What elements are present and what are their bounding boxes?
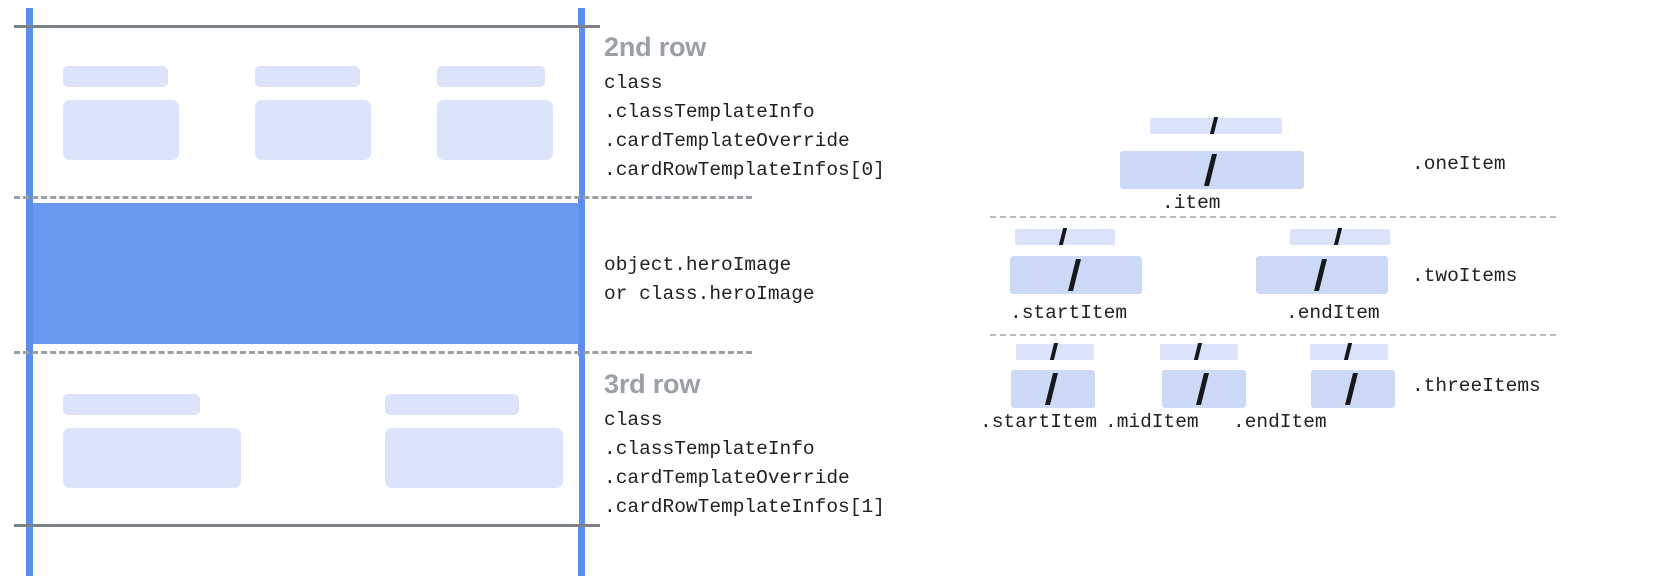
slot-top-bar-start: [1015, 228, 1115, 245]
slot-top-bar-mid-3: [1160, 343, 1238, 360]
slash-icon: [1049, 343, 1059, 360]
placeholder-label-3: [437, 66, 545, 87]
slot-top-bar-end: [1290, 228, 1390, 245]
slot-main-bar-end-3: [1311, 370, 1395, 408]
placeholder-value-5: [385, 428, 563, 488]
row-divider-lower: [14, 351, 752, 354]
group-label-one-item: .oneItem: [1412, 153, 1506, 175]
slot-main-bar-start-3: [1011, 370, 1095, 408]
placeholder-label-5: [385, 394, 519, 415]
placeholder-value-2: [255, 100, 371, 160]
hero-image-block: [33, 203, 579, 344]
group-divider-upper: [990, 216, 1556, 218]
slot-top-bar-start-3: [1016, 343, 1094, 360]
slot-label-item: .item: [1162, 192, 1221, 214]
slash-icon: [1314, 259, 1327, 291]
row-divider-upper: [14, 196, 752, 199]
slot-label-end-item-three: .endItem: [1233, 411, 1327, 433]
slash-icon: [1193, 343, 1203, 360]
group-divider-lower: [990, 334, 1556, 336]
slot-main-bar-end: [1256, 256, 1388, 294]
placeholder-label-2: [255, 66, 360, 87]
annotation-code-hero-image: object.heroImage or class.heroImage: [604, 254, 815, 305]
placeholder-value-1: [63, 100, 179, 160]
card-row-top: [33, 28, 579, 196]
annotation-title-second-row: 2nd row: [604, 32, 707, 62]
slot-label-start-item-two: .startItem: [1010, 302, 1128, 324]
slash-icon: [1209, 117, 1219, 134]
annotation-code-second-row: class .classTemplateInfo .cardTemplateOv…: [604, 71, 885, 181]
slash-icon: [1045, 373, 1058, 405]
card-right-guide-line: [578, 8, 585, 576]
card-left-guide-line: [26, 8, 33, 576]
slot-main-bar-mid-3: [1162, 370, 1246, 408]
annotation-code-third-row: class .classTemplateInfo .cardTemplateOv…: [604, 408, 885, 518]
card-row-bottom: [33, 356, 579, 524]
annotation-hero-image: object.heroImage or class.heroImage: [604, 251, 815, 309]
placeholder-label-1: [63, 66, 168, 87]
annotation-third-row: 3rd row class .classTemplateInfo .cardTe…: [604, 369, 885, 522]
slot-label-start-item-three: .startItem: [980, 411, 1098, 433]
slash-icon: [1345, 373, 1358, 405]
card-top-border: [14, 25, 600, 28]
placeholder-label-4: [63, 394, 200, 415]
annotation-second-row: 2nd row class .classTemplateInfo .cardTe…: [604, 32, 885, 185]
slash-icon: [1058, 228, 1068, 245]
group-label-three-items: .threeItems: [1412, 375, 1541, 397]
slash-icon: [1196, 373, 1209, 405]
slot-main-bar-item: [1120, 151, 1304, 189]
card-bottom-border: [14, 524, 600, 527]
row-template-options-diagram: .item .oneItem .startItem .endItem .twoI…: [960, 0, 1676, 584]
slash-icon: [1333, 228, 1343, 245]
slot-top-bar-end-3: [1310, 343, 1388, 360]
group-label-two-items: .twoItems: [1412, 265, 1518, 287]
placeholder-value-3: [437, 100, 553, 160]
slot-label-end-item-two: .endItem: [1286, 302, 1380, 324]
annotation-title-third-row: 3rd row: [604, 369, 701, 399]
slot-main-bar-start: [1010, 256, 1142, 294]
placeholder-value-4: [63, 428, 241, 488]
slash-icon: [1068, 259, 1081, 291]
slot-label-mid-item-three: .midItem: [1105, 411, 1199, 433]
slash-icon: [1204, 154, 1217, 186]
slash-icon: [1343, 343, 1353, 360]
slot-top-bar-item: [1150, 117, 1282, 134]
card-layout-diagram: [0, 0, 752, 584]
